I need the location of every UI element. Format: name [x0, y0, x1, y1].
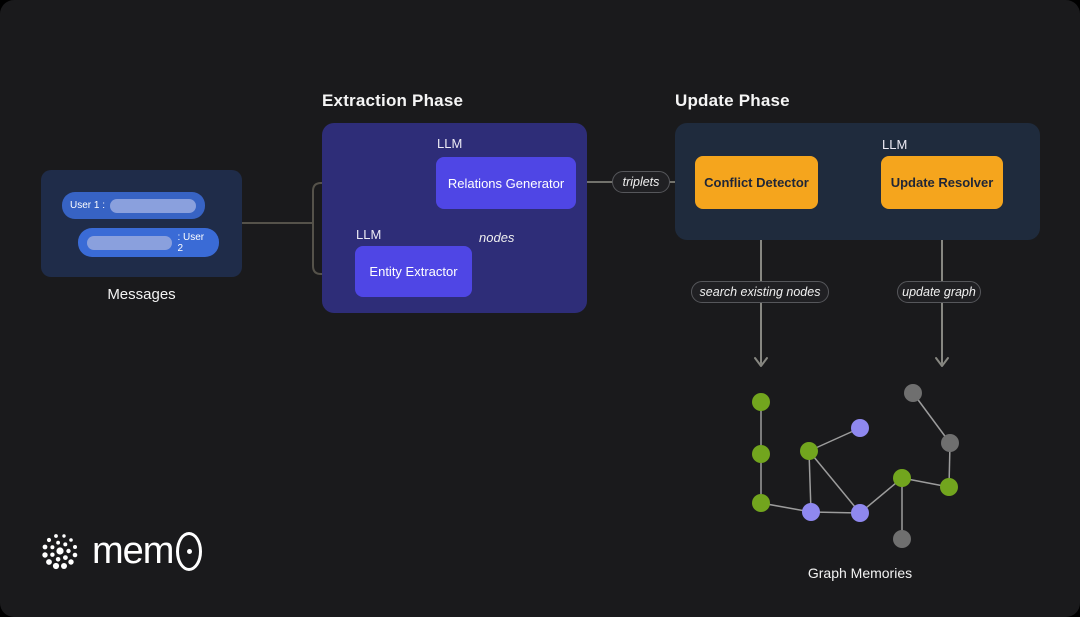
arrowhead-down-update-graph: [935, 357, 949, 367]
graph-edge: [808, 427, 861, 452]
messages-caption: Messages: [107, 286, 176, 303]
graph-node-green: [893, 469, 911, 487]
llm-label-entity: LLM: [356, 227, 382, 242]
user2-label: : User 2: [177, 231, 205, 254]
llm-label-resolver: LLM: [882, 137, 908, 152]
entity-extractor-box: Entity Extractor: [355, 246, 472, 297]
graph-edge: [948, 442, 951, 488]
graph-node-gray: [941, 434, 959, 452]
redacted-text-bar: [87, 235, 173, 250]
graph-edge: [760, 502, 812, 513]
user1-label: User 1 :: [70, 200, 106, 211]
graph-node-green: [752, 445, 770, 463]
chat-bubble-user1: User 1 :: [62, 192, 205, 219]
nodes-note: nodes: [479, 230, 515, 245]
graph-node-gray: [893, 530, 911, 548]
update-phase-title: Update Phase: [675, 91, 790, 110]
graph-node-purple: [851, 504, 869, 522]
logo-text-prefix: mem: [92, 530, 174, 572]
graph-node-gray: [904, 384, 922, 402]
chat-bubble-user2: : User 2: [78, 228, 219, 257]
extraction-phase-title: Extraction Phase: [322, 91, 464, 110]
update-graph-pill: update graph: [897, 281, 981, 303]
update-resolver-box: Update Resolver: [881, 156, 1003, 209]
graph-edge: [912, 392, 951, 444]
relations-generator-box: Relations Generator: [436, 157, 576, 209]
messages-panel: User 1 : : User 2: [41, 170, 242, 277]
arrowhead-down-search: [754, 357, 768, 367]
triplets-pill: triplets: [612, 171, 670, 193]
graph-node-purple: [802, 503, 820, 521]
llm-label-relations: LLM: [437, 136, 463, 151]
graph-node-green: [752, 494, 770, 512]
graph-memories-caption: Graph Memories: [807, 565, 913, 581]
conflict-detector-box: Conflict Detector: [695, 156, 818, 209]
search-existing-nodes-pill: search existing nodes: [691, 281, 829, 303]
graph-edge: [808, 450, 861, 514]
graph-node-green: [940, 478, 958, 496]
logo-zero-glyph: [176, 531, 203, 571]
mem0-logo: mem mem0: [38, 528, 203, 574]
mem0-logo-text: mem mem0: [92, 530, 203, 572]
graph-edge: [859, 477, 903, 514]
graph-node-green: [800, 442, 818, 460]
redacted-text-bar: [110, 198, 197, 213]
graph-node-green: [752, 393, 770, 411]
graph-node-purple: [851, 419, 869, 437]
graph-edge: [808, 450, 812, 513]
graph-edge: [810, 511, 861, 514]
mem0-logo-icon: [42, 534, 78, 570]
logo-zero-dot: [186, 548, 192, 554]
graph-memories-network: [752, 384, 959, 548]
graph-edge: [901, 477, 950, 488]
